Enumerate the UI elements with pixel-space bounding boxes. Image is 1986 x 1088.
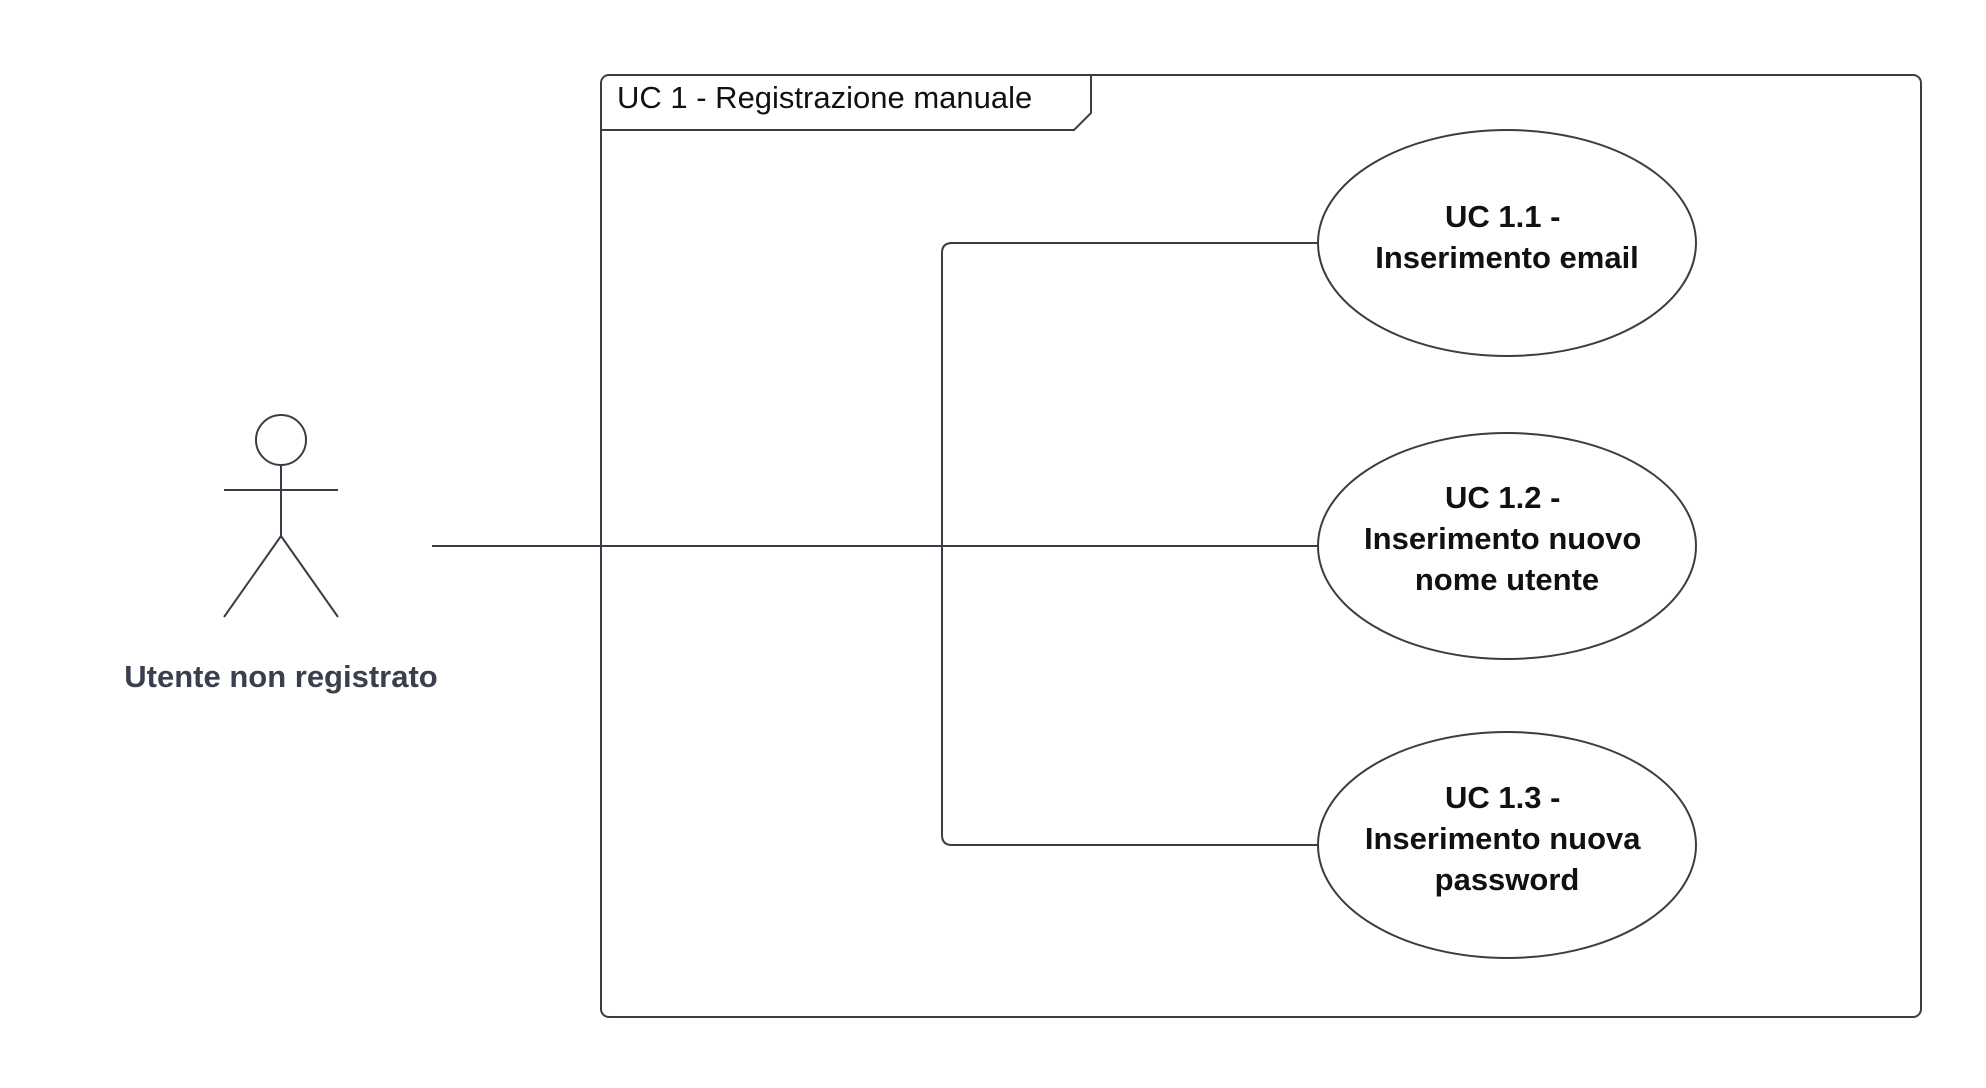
use-case-ellipse	[1317, 731, 1697, 959]
system-boundary[interactable]: UC 1 - Registrazione manuale	[600, 74, 1922, 1018]
use-case-label: UC 1.2 - Inserimento nuovo nome utente	[1364, 480, 1650, 597]
use-case-ellipse	[1317, 432, 1697, 660]
use-case-1-3[interactable]: UC 1.3 - Inserimento nuova password	[1317, 731, 1697, 959]
actor-stick-figure-icon	[223, 414, 339, 618]
branch-line-uc-1-1	[941, 242, 1318, 546]
use-case-label: UC 1.1 - Inserimento email	[1375, 199, 1639, 275]
actor[interactable]: Utente non registrato	[124, 414, 438, 694]
use-case-label: UC 1.3 - Inserimento nuova password	[1365, 780, 1649, 897]
use-case-ellipse	[1317, 129, 1697, 357]
use-case-1-1[interactable]: UC 1.1 - Inserimento email	[1317, 129, 1697, 357]
associations	[432, 242, 1318, 846]
actor-label: Utente non registrato	[124, 659, 437, 694]
use-case-1-2[interactable]: UC 1.2 - Inserimento nuovo nome utente	[1317, 432, 1697, 660]
branch-line-uc-1-3	[941, 546, 1318, 846]
frame-title-tab	[601, 75, 1092, 131]
system-title: UC 1 - Registrazione manuale	[617, 80, 1032, 115]
